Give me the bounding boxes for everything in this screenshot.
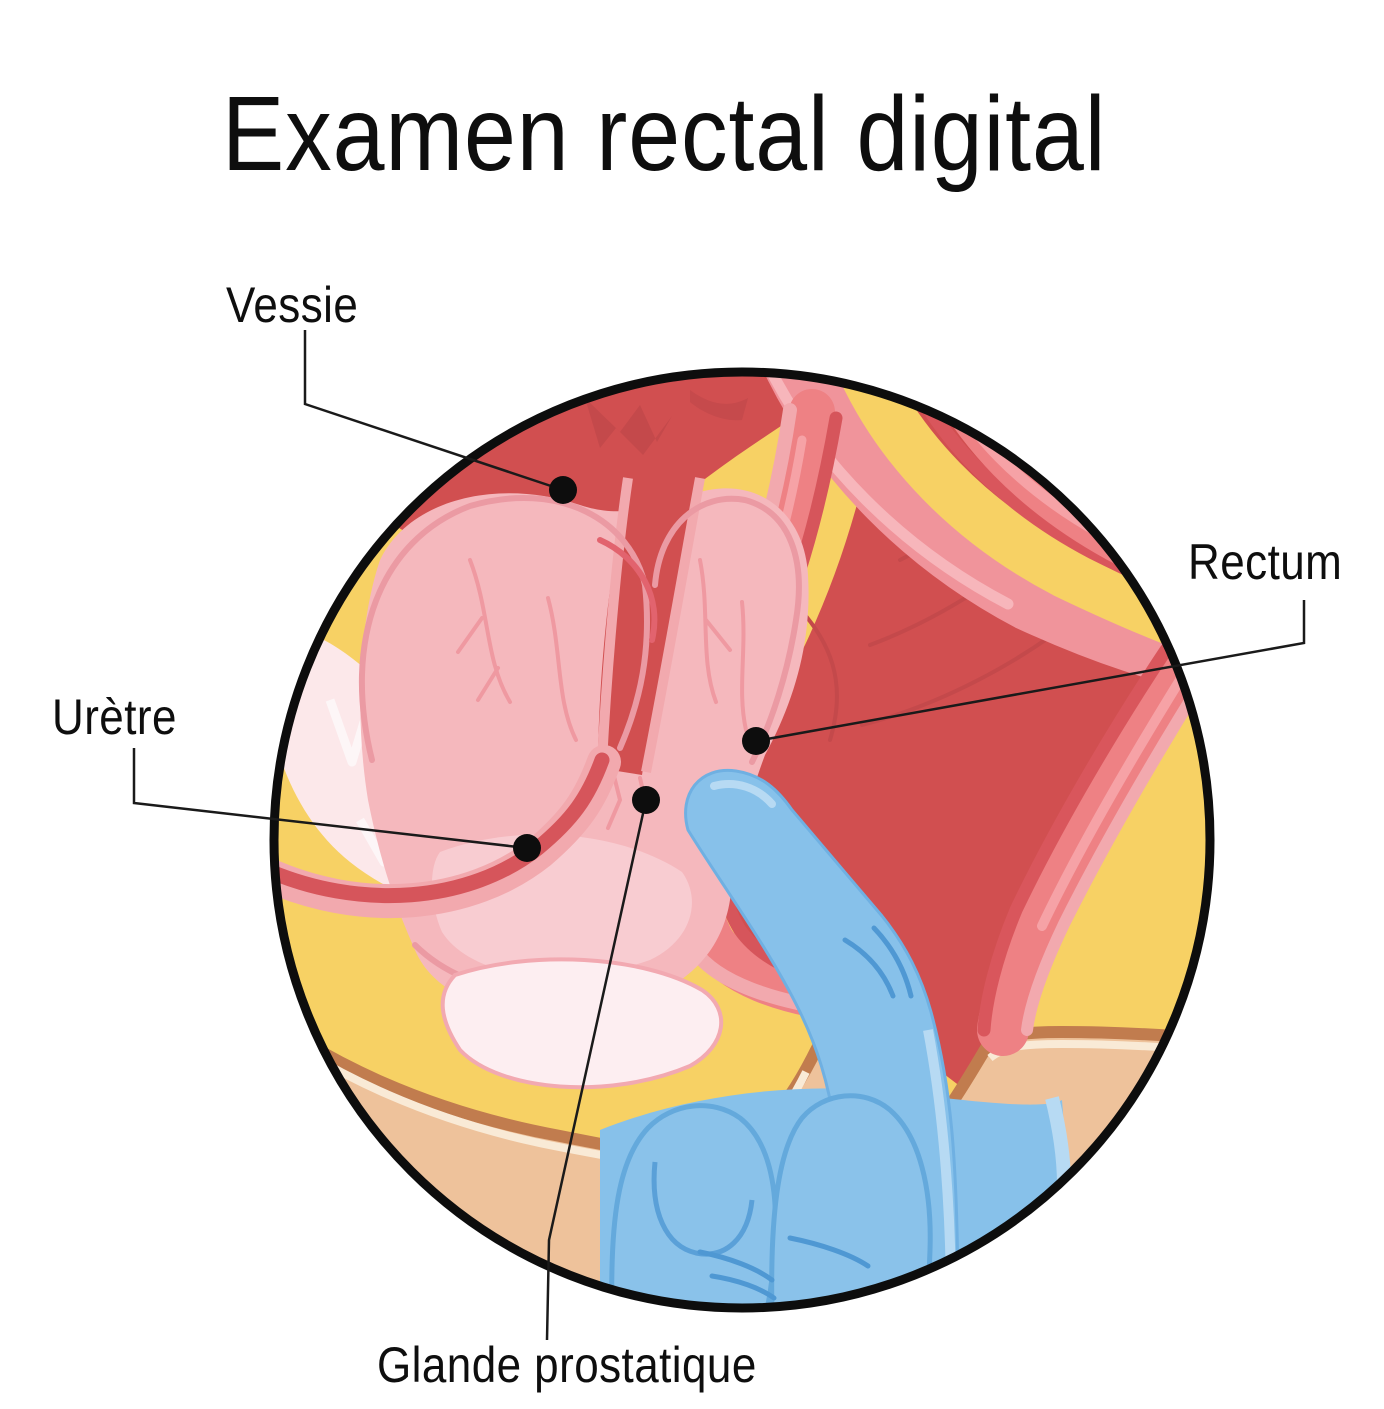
urethra-lumen (274, 752, 610, 904)
vessie-dot (549, 476, 577, 504)
bladder-fluid-mark (585, 398, 672, 455)
fingernail-outline (651, 1161, 755, 1257)
label-vessie: Vessie (226, 277, 359, 333)
uretre-dot (513, 834, 541, 862)
cross-section (274, 372, 1210, 1308)
knuckle-creases (697, 1235, 871, 1301)
label-glande-prostatique: Glande prostatique (377, 1337, 757, 1393)
illustration-frame (269, 367, 1215, 1313)
bladder-fluid-mark-2 (690, 390, 748, 421)
finger-creases (842, 925, 914, 999)
uretre-leader-line (132, 748, 528, 850)
page-title: Examen rectal digital (222, 75, 1107, 193)
tissue-vein-dark (597, 537, 658, 643)
fold-pink-highlight (756, 372, 1014, 610)
lower-right-rectal-wall (977, 634, 1210, 1056)
vessie-leader-line (303, 330, 564, 492)
prostate-leader-line (545, 799, 648, 1341)
rectal-wall-right-casing (1021, 666, 1210, 1036)
leader-dots (513, 476, 770, 862)
paler-tissue-blob (440, 957, 724, 1090)
fingertip-highlight (710, 780, 776, 808)
rectum-leader-line (755, 600, 1306, 743)
prostate-dot (632, 786, 660, 814)
rectum-dot (742, 727, 770, 755)
leader-lines (132, 330, 1306, 1341)
rectal-wall-right-lining (977, 643, 1173, 1037)
label-uretre: Urètre (52, 689, 177, 745)
label-rectum: Rectum (1188, 534, 1343, 590)
urethra-canal (274, 745, 621, 919)
rectal-wall-right-highlight (1037, 675, 1185, 931)
